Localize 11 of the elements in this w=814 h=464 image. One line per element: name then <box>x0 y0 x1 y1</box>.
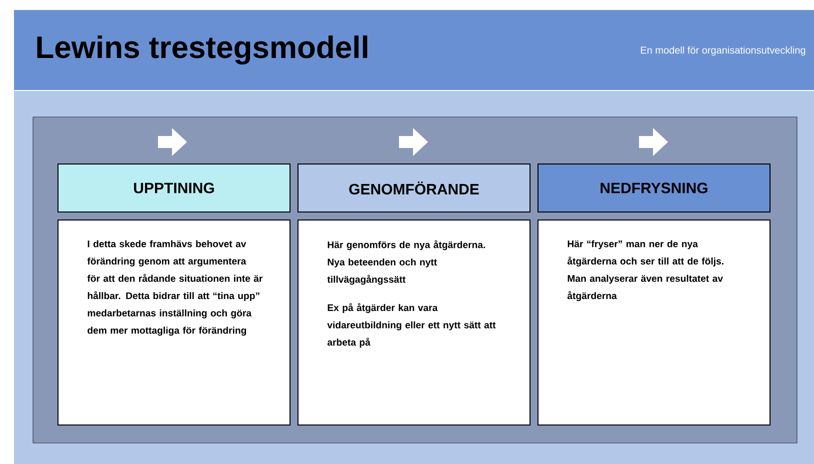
stage-header-box: GENOMFÖRANDE <box>298 164 530 212</box>
description-box <box>298 220 530 426</box>
description-text: I detta skede framhävs behovet av förändring genom att argumentera för att den rådande situationen inte är hållbar. Detta bidrar till att “tina upp” medarbetarnas inställning och göra dem mer mottagliga för förändring <box>87 240 263 336</box>
description-text: Här “fryser” man ner de nya åtgärderna och ser till att de följs. Man analyserar även resultatet av åtgärderna <box>567 240 724 302</box>
subtitle: En modell för organisationsutveckling <box>640 46 806 56</box>
stage-header-box: UPPTINING <box>58 164 290 212</box>
title: Lewins trestegsmodell <box>37 35 368 65</box>
description-text: Här genomförs de nya åtgärderna. Nya beteenden och nytt tillvägagångssätt Ex på åtgärder kan vara vidareutbildning eller ett nytt sätt att arbeta på <box>327 240 496 348</box>
description-box <box>58 220 290 426</box>
stage-header-box: NEDFRYSNING <box>538 164 770 212</box>
description-box <box>538 220 770 426</box>
